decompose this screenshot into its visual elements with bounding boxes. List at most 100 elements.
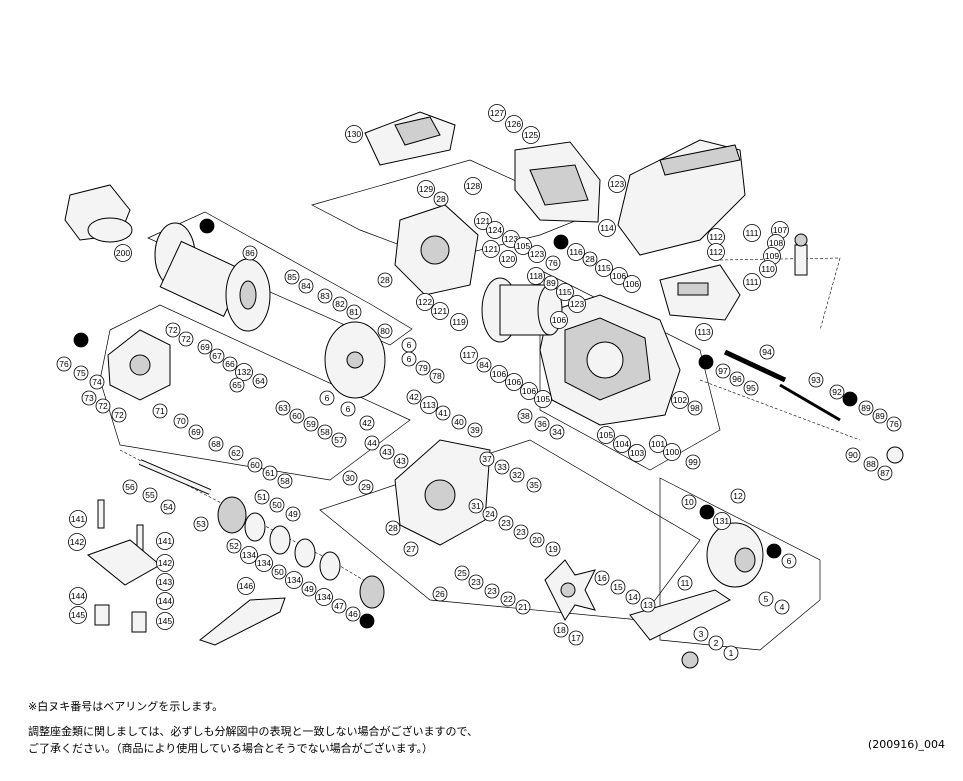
part-number: 76 bbox=[548, 258, 558, 268]
part-number: 67 bbox=[212, 351, 222, 361]
part-callout-121: 121 bbox=[431, 302, 449, 320]
part-number: 13 bbox=[643, 600, 653, 610]
left-cover bbox=[107, 329, 171, 401]
part-number: 80 bbox=[380, 326, 390, 336]
part-number: 22 bbox=[503, 594, 513, 604]
part-number: 49 bbox=[288, 509, 298, 519]
part-callout-61: 61 bbox=[262, 465, 278, 481]
part-callout-43: 43 bbox=[379, 444, 395, 460]
part-callout-62: 62 bbox=[228, 445, 244, 461]
part-number: 71 bbox=[155, 406, 165, 416]
part-callout-119: 119 bbox=[450, 313, 468, 331]
part-callout-113: 113 bbox=[695, 323, 713, 341]
part-number: 3 bbox=[699, 629, 704, 639]
cable-connector bbox=[794, 233, 808, 276]
part-number: 91 bbox=[845, 394, 855, 404]
part-number: 63 bbox=[278, 403, 288, 413]
part-number: 93 bbox=[811, 375, 821, 385]
display-cover-114 bbox=[617, 139, 746, 256]
part-callout-111: 111 bbox=[743, 224, 761, 242]
part-callout-91: 91 bbox=[842, 391, 858, 407]
part-callout-9: 9 bbox=[699, 504, 715, 520]
part-callout-72: 72 bbox=[165, 322, 181, 338]
part-callout-60: 60 bbox=[289, 408, 305, 424]
level-wind-shaft bbox=[723, 349, 904, 464]
part-callout-94: 94 bbox=[759, 344, 775, 360]
part-callout-11: 11 bbox=[677, 575, 693, 591]
part-number: 68 bbox=[211, 439, 221, 449]
part-number: 25 bbox=[457, 568, 467, 578]
part-callout-73: 73 bbox=[81, 390, 97, 406]
part-callout-76: 76 bbox=[886, 416, 902, 432]
part-callout-28: 28 bbox=[385, 520, 401, 536]
part-number: 29 bbox=[361, 482, 371, 492]
part-number: 200 bbox=[116, 248, 130, 258]
part-number: 134 bbox=[287, 575, 301, 585]
part-number: 106 bbox=[625, 279, 639, 289]
part-callout-64: 64 bbox=[252, 373, 268, 389]
part-number: 69 bbox=[200, 342, 210, 352]
part-number: 70 bbox=[176, 416, 186, 426]
part-number: 127 bbox=[490, 108, 504, 118]
part-number: 72 bbox=[114, 410, 124, 420]
bearing-note: ※白ヌキ番号はベアリングを示します。 bbox=[28, 700, 224, 713]
part-number: 52 bbox=[229, 541, 239, 551]
part-number: 105 bbox=[599, 430, 613, 440]
part-callout-25: 25 bbox=[454, 565, 470, 581]
part-callout-49: 49 bbox=[301, 581, 317, 597]
part-number: 34 bbox=[552, 427, 562, 437]
part-callout-115: 115 bbox=[556, 283, 574, 301]
part-number: 76 bbox=[889, 419, 899, 429]
part-number: 119 bbox=[452, 317, 466, 327]
part-callout-99: 99 bbox=[685, 454, 701, 470]
part-number: 102 bbox=[673, 395, 687, 405]
part-number: 6 bbox=[346, 404, 351, 414]
part-number: 113 bbox=[422, 400, 436, 410]
part-number: 84 bbox=[479, 360, 489, 370]
part-callout-43: 43 bbox=[393, 453, 409, 469]
part-number: 60 bbox=[250, 460, 260, 470]
part-callout-50: 50 bbox=[269, 497, 285, 513]
part-number: 115 bbox=[558, 287, 572, 297]
part-callout-130: 130 bbox=[345, 125, 363, 143]
part-callout-63: 63 bbox=[275, 400, 291, 416]
part-number: 55 bbox=[145, 490, 155, 500]
part-number: 89 bbox=[546, 278, 556, 288]
part-callout-122: 122 bbox=[416, 293, 434, 311]
part-callout-80: 80 bbox=[377, 323, 393, 339]
part-callout-40: 40 bbox=[451, 414, 467, 430]
adjustment-washer-note: 調整座金類に関しましては、必ずしも分解図中の表現と一致しない場合がございますので… bbox=[28, 723, 478, 757]
part-callout-19: 19 bbox=[545, 541, 561, 557]
gear-housing bbox=[394, 439, 491, 546]
part-callout-145: 145 bbox=[69, 606, 87, 624]
part-callout-29: 29 bbox=[358, 479, 374, 495]
part-callout-41: 41 bbox=[435, 405, 451, 421]
part-callout-3: 3 bbox=[693, 626, 709, 642]
part-number: 60 bbox=[292, 411, 302, 421]
part-number: 134 bbox=[317, 592, 331, 602]
part-callout-123: 123 bbox=[608, 175, 626, 193]
part-number: 59 bbox=[306, 419, 316, 429]
part-callout-70: 70 bbox=[173, 413, 189, 429]
part-number: 100 bbox=[665, 447, 679, 457]
rod-clamp-200 bbox=[64, 184, 133, 243]
spool-86 bbox=[154, 222, 271, 332]
side-cover-130 bbox=[364, 111, 456, 166]
part-callout-84: 84 bbox=[476, 357, 492, 373]
part-number: 19 bbox=[548, 544, 558, 554]
part-callout-57: 57 bbox=[331, 432, 347, 448]
part-number: 73 bbox=[84, 393, 94, 403]
part-number: 117 bbox=[462, 350, 476, 360]
part-callout-58: 58 bbox=[277, 473, 293, 489]
part-callout-33: 33 bbox=[494, 459, 510, 475]
part-number: 110 bbox=[761, 264, 775, 274]
part-number: 124 bbox=[488, 225, 502, 235]
part-callout-83: 83 bbox=[317, 288, 333, 304]
part-number: 57 bbox=[334, 435, 344, 445]
assembly-guide-frames bbox=[99, 159, 861, 651]
part-callout-13: 13 bbox=[640, 597, 656, 613]
part-callout-53: 53 bbox=[193, 516, 209, 532]
part-number: 49 bbox=[304, 584, 314, 594]
part-callout-143: 143 bbox=[156, 573, 174, 591]
